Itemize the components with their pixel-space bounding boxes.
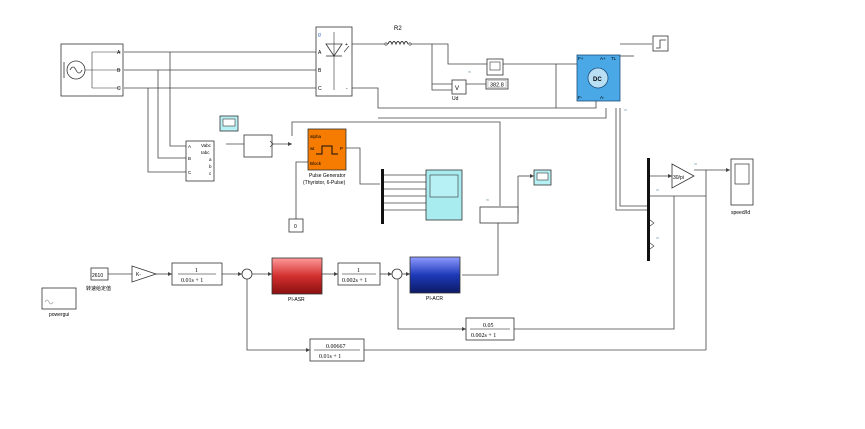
mux-bar[interactable] [381,169,384,224]
tf3-den: 0.002s + 1 [471,333,496,339]
pulse-generator[interactable]: alpha wt Block P Pulse Generator (Thyris… [303,128,347,186]
vi-measurement[interactable]: A B C Vabc Iabc a b c [185,140,215,182]
ac-port-b: B [117,68,121,74]
frequency-block[interactable] [243,134,274,158]
ac-port-c: C [117,86,121,92]
wireless-icon: ≈ [468,70,472,76]
thyristor-bridge[interactable]: g A B C + - [315,26,353,97]
dc-machine[interactable]: DC F+ F- TL A+ A- [576,54,621,102]
dc-port-aplus: A+ [600,56,606,61]
block-constant[interactable]: 0 [288,218,304,233]
pulse-gen-sub: (Thyristor, 6-Pulse) [303,180,346,186]
block-const-value: 0 [294,224,297,230]
ud-scope[interactable] [486,58,504,76]
speed-setpoint-label: 转速给定值 [86,285,111,292]
vi-port-c-out: c [209,171,212,176]
thy-port-a: A [318,50,322,56]
vi-port-iabc: Iabc [201,150,210,155]
pi-acr[interactable]: PI-ACR [409,256,461,302]
powergui-label: powergui [49,312,69,318]
tf2-num: 1 [357,268,360,274]
tf4-den: 0.01s + 1 [319,354,341,360]
tf3-num: 0.05 [483,323,494,329]
sum2[interactable] [391,268,403,280]
powergui[interactable]: powergui [41,287,77,318]
gain-30pi-label: 30/pi [673,175,684,181]
ac-port-a: A [117,50,121,56]
gain-k-label: K- [136,272,141,278]
alpha-block[interactable] [479,206,519,224]
pg-port-block: Block [310,161,322,166]
vi-port-a: A [188,144,191,149]
tf1-den: 0.01s + 1 [181,278,203,284]
speed-id-label: speed/Id [731,210,750,216]
pi-asr[interactable]: PI-ASR [271,257,323,303]
inductor-r2[interactable]: R2 [384,26,412,46]
tf2-den: 0.002s + 1 [342,278,367,284]
pg-port-alpha: alpha [310,134,322,139]
ud-label: Ud [452,96,459,102]
small-scope[interactable] [533,169,552,186]
pulses-scope[interactable] [425,169,463,221]
display-value: 382.8 [490,83,504,89]
wireless-icon-speed: ≈ [694,162,698,168]
vi-port-a-out: a [209,157,212,162]
speed-id-scope[interactable]: speed/Id [730,158,754,216]
dc-port-fminus: F- [578,95,583,100]
gain-k[interactable]: K- [131,265,158,283]
dc-port-tl: TL [611,56,617,61]
wireless-icon-dc: ≈ [624,108,628,114]
speed-setpoint-value: 2610 [92,273,103,279]
gain-30pi[interactable]: 30/pi [671,163,695,189]
inductor-label: R2 [394,26,402,32]
vi-port-c: C [188,170,192,175]
thy-port-b: B [318,68,322,74]
ud-display[interactable]: 382.8 [485,78,509,90]
vi-port-b: B [188,156,191,161]
voltage-measurement-ud[interactable]: V Ud [451,79,467,102]
tf1-num: 1 [195,268,198,274]
wireless-icon-mid: ≈ [486,198,490,204]
thy-port-c: C [318,86,322,92]
arrow-heads [168,50,730,352]
speed-setpoint[interactable]: 2610 转速给定值 [86,267,111,292]
pg-port-p: P [340,146,343,151]
demux-bar[interactable] [647,158,650,261]
tf1[interactable]: 1 0.01s + 1 [171,262,223,286]
pi-asr-label: PI-ASR [288,297,305,303]
tf2[interactable]: 1 0.002s + 1 [337,262,381,286]
dc-label: DC [593,77,602,83]
vabc-scope[interactable] [219,115,239,132]
pg-port-wt: wt [310,146,315,151]
wireless-icon-demux2: ≈ [656,236,660,242]
tf4[interactable]: 0.00667 0.01s + 1 [309,338,365,362]
pulse-gen-title: Pulse Generator [309,173,346,179]
tf4-num: 0.00667 [326,344,346,350]
wireless-icon-demux: ≈ [656,188,660,194]
thy-port-plus: + [345,42,348,48]
vi-port-vabc: Vabc [201,143,212,148]
vi-port-b-out: b [209,164,212,169]
pi-acr-label: PI-ACR [426,296,443,302]
dc-port-aminus: A- [600,95,605,100]
svg-text:V: V [455,86,459,92]
thy-port-minus: - [346,86,348,92]
sum1[interactable] [241,268,253,280]
signal-lines [108,43,730,351]
dc-port-fplus: F+ [578,56,584,61]
thy-port-g: g [318,32,321,38]
load-step[interactable] [652,35,669,52]
tf3[interactable]: 0.05 0.002s + 1 [465,317,515,341]
three-phase-source[interactable]: A B C [60,43,124,97]
